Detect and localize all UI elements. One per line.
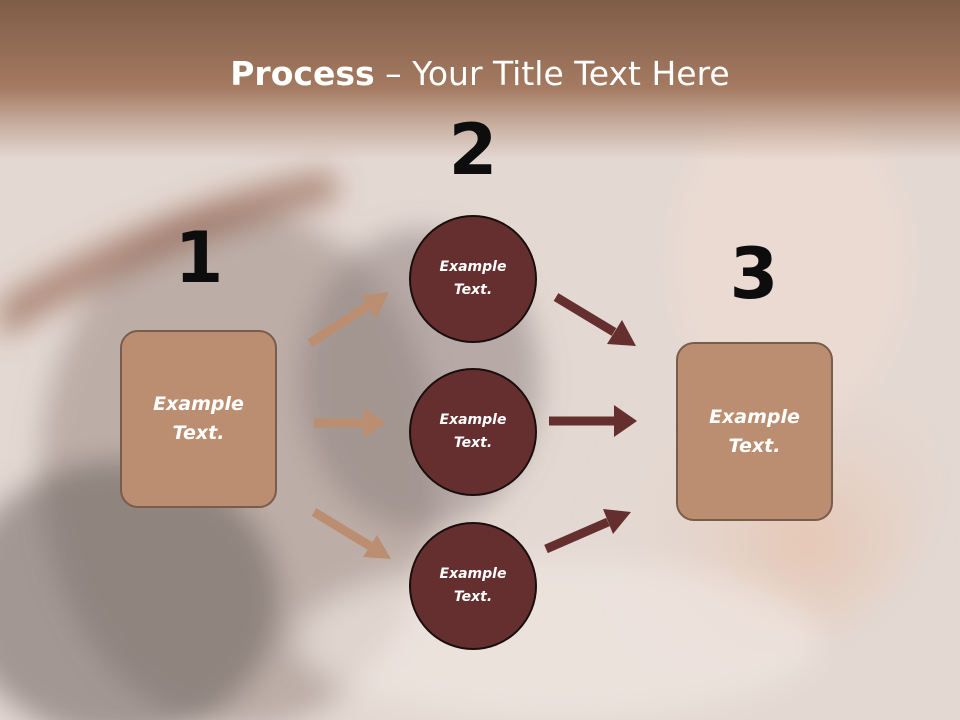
step-2-circle-bottom: Example Text. — [409, 522, 537, 650]
step-2-circle-middle: Example Text. — [409, 368, 537, 496]
step-number-2: 2 — [448, 109, 498, 191]
arrow-bottom-to-3 — [544, 509, 631, 554]
arrow-1-to-middle — [314, 408, 386, 438]
circle-middle-text: Example Text. — [439, 412, 507, 451]
arrow-1-to-top — [307, 292, 389, 347]
circle-top-text: Example Text. — [439, 259, 507, 298]
arrow-middle-to-3 — [549, 405, 637, 437]
step-2-circle-top: Example Text. — [409, 215, 537, 343]
title-rest: – Your Title Text Here — [374, 54, 730, 93]
step-number-3: 3 — [729, 233, 779, 315]
step-1-box: Example Text. — [120, 330, 277, 508]
step-3-text: Example Text. — [709, 405, 800, 457]
arrow-top-to-3 — [553, 293, 636, 346]
title-bold: Process — [230, 54, 375, 93]
step-1-text: Example Text. — [153, 393, 244, 444]
slide-title: Process – Your Title Text Here — [0, 52, 960, 96]
circle-bottom-text: Example Text. — [439, 566, 507, 605]
step-3-box: Example Text. — [676, 342, 833, 521]
step-number-1: 1 — [174, 217, 224, 299]
arrow-1-to-bottom — [311, 508, 391, 559]
